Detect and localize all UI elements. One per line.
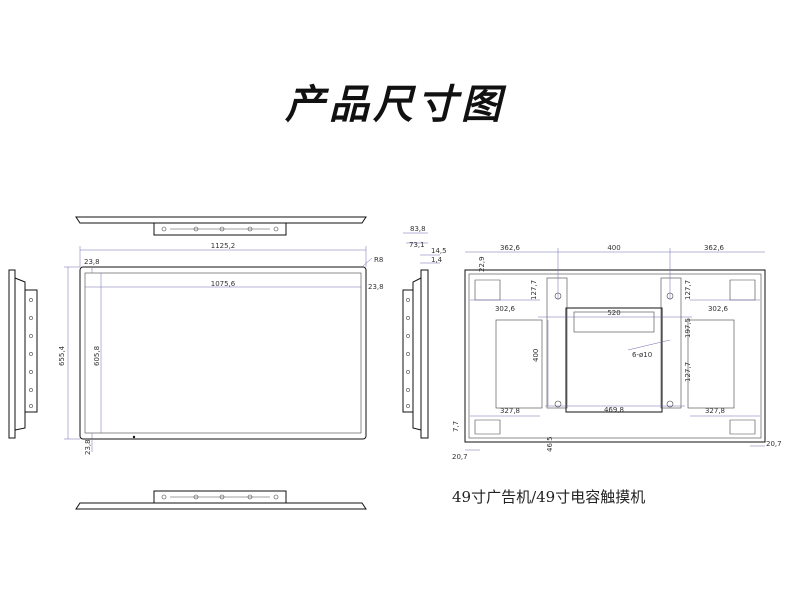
left-side-view: [8, 269, 38, 439]
bottom-view: [75, 490, 367, 510]
back-left-label: 362,6: [500, 244, 521, 252]
back-327-right-label: 327,8: [705, 407, 725, 415]
bezel-top-label: 23,8: [84, 258, 100, 266]
back-vert1-label: 127,7: [530, 280, 538, 300]
back-right-label: 362,6: [704, 244, 725, 252]
front-width-label: 1125,2: [211, 242, 236, 250]
back-1277-label: 127,7: [684, 362, 692, 382]
front-inner-width-label: 1075,6: [211, 280, 236, 288]
back-520-label: 520: [607, 309, 620, 317]
right-side-view: 83,8 73,1 14,5 1,4: [402, 225, 447, 439]
side-a-label: 14,5: [431, 247, 447, 255]
side-b-label: 1,4: [431, 256, 443, 264]
top-view: [75, 216, 367, 236]
back-hole-label: 6-ø10: [632, 351, 652, 359]
product-caption: 49寸广告机/49寸电容触摸机: [452, 488, 646, 506]
bezel-right-label: 23,8: [368, 283, 384, 291]
back-view: 362,6 400 362,6 520 302,6 302,6 6-ø10 46…: [452, 244, 782, 461]
back-207-right-label: 20,7: [766, 440, 782, 448]
page-title: 产品尺寸图: [285, 82, 505, 128]
back-302-left-label: 302,6: [495, 305, 516, 313]
bezel-bottom-label: 23,8: [84, 439, 92, 455]
front-inner-height-label: 605,8: [93, 346, 101, 366]
back-mid-label: 400: [607, 244, 620, 252]
back-1975-label: 197,5: [684, 318, 692, 338]
back-327-left-label: 327,8: [500, 407, 520, 415]
back-4698-label: 469,8: [604, 406, 624, 414]
back-top-label: 22,9: [478, 256, 486, 272]
front-height-label: 655,4: [58, 345, 66, 366]
back-400v-label: 400: [532, 349, 540, 362]
corner-label: R8: [374, 256, 383, 264]
side-depth-label: 83,8: [410, 225, 426, 233]
front-view: 1125,2 1075,6 23,8 23,8 R8 655,4 605,8 2…: [58, 242, 384, 455]
back-207-left-label: 20,7: [452, 453, 468, 461]
back-302-right-label: 302,6: [708, 305, 729, 313]
back-vert2-label: 127,7: [684, 280, 692, 300]
back-465-label: 46,5: [546, 436, 554, 452]
back-77-label: 7,7: [452, 421, 460, 432]
side-depth2-label: 73,1: [409, 241, 425, 249]
